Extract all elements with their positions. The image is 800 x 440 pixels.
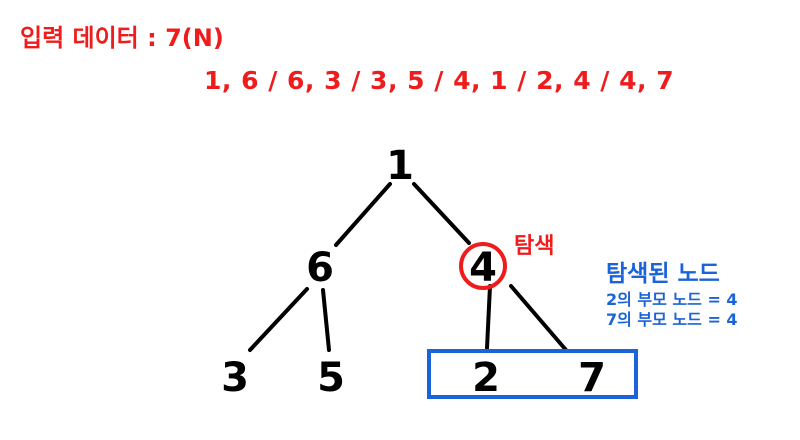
search-label: 탐색 bbox=[514, 234, 554, 259]
search-highlight-circle bbox=[459, 242, 507, 290]
legend-line-node-2: 2의 부모 노드 = 4 bbox=[606, 290, 738, 309]
node-3: 3 bbox=[221, 355, 249, 401]
edge-4-2 bbox=[485, 284, 492, 350]
node-1: 1 bbox=[386, 143, 414, 189]
node-6: 6 bbox=[306, 245, 334, 291]
found-nodes-legend: 탐색된 노드 2의 부모 노드 = 4 7의 부모 노드 = 4 bbox=[606, 258, 738, 330]
legend-title: 탐색된 노드 bbox=[606, 261, 720, 287]
edge-6-5 bbox=[321, 288, 331, 352]
input-data-title: 입력 데이터 : 7(N) bbox=[20, 24, 224, 52]
edge-1-4 bbox=[412, 182, 471, 245]
found-nodes-box bbox=[427, 349, 638, 399]
node-2: 2 bbox=[472, 355, 500, 401]
edge-4-7 bbox=[509, 284, 568, 352]
node-5: 5 bbox=[317, 355, 345, 401]
edge-6-3 bbox=[248, 287, 309, 352]
node-4: 4 bbox=[469, 245, 497, 291]
input-edge-list: 1, 6 / 6, 3 / 3, 5 / 4, 1 / 2, 4 / 4, 7 bbox=[204, 66, 675, 95]
node-7: 7 bbox=[578, 355, 606, 401]
edge-1-6 bbox=[334, 182, 392, 247]
legend-line-node-7: 7의 부모 노드 = 4 bbox=[606, 310, 738, 329]
